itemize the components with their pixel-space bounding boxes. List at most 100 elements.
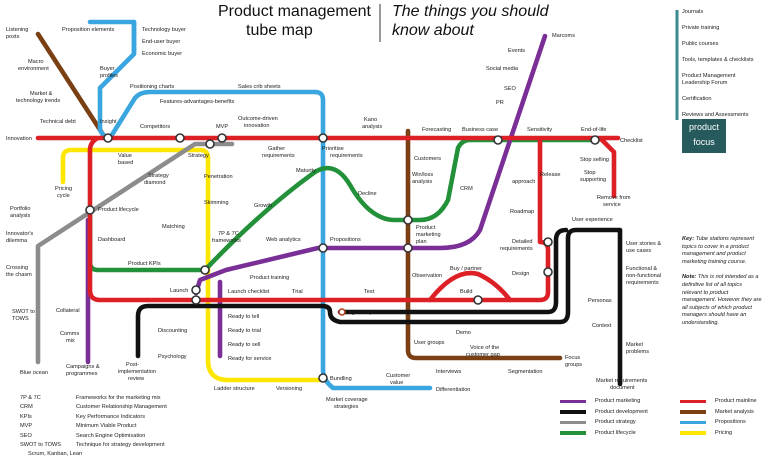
- label-sensitivity: Sensitivity: [527, 127, 552, 133]
- label-mvp: MVP: [216, 124, 228, 130]
- label-voc: Voice of the: [470, 345, 499, 351]
- label-remove-service: Remove from: [597, 195, 631, 201]
- label-launch-checklist: Launch checklist: [228, 289, 270, 295]
- abbr-key: SEO: [20, 432, 32, 439]
- label-economic-buyer: Economic buyer: [142, 51, 182, 57]
- label-campaigns-2: programmes: [66, 371, 98, 377]
- label-ready-to-tell: Ready to tell: [228, 314, 259, 320]
- menu-tools[interactable]: Tools, templates & checklists: [682, 57, 754, 64]
- station-end-of-life: [590, 135, 600, 145]
- menu-leadership-forum[interactable]: Product Management Leadership Forum: [682, 72, 736, 87]
- label-strategy: Strategy: [188, 153, 209, 159]
- label-portfolio-analysis: Portfolio: [10, 206, 31, 212]
- legend-label: Pricing: [715, 429, 733, 436]
- label-win-loss-2: analysis: [412, 179, 432, 185]
- station-detailed-requirements: [543, 237, 553, 247]
- menu-private-training[interactable]: Private training: [682, 25, 720, 32]
- right-menu: Journals Private training Public courses…: [682, 9, 762, 128]
- station-strategy: [205, 139, 215, 149]
- label-campaigns: Campaigns &: [66, 364, 100, 370]
- label-agile-loop: Agile loop: [348, 310, 373, 316]
- legend-label: Product development: [595, 408, 648, 415]
- abbr-value: Search Engine Optimisation: [76, 432, 146, 439]
- label-mrd: Market requirements: [596, 378, 647, 384]
- station-product-kpis: [200, 265, 210, 275]
- menu-certification[interactable]: Certification: [682, 96, 712, 103]
- legend-label: Product lifecycle: [595, 429, 636, 436]
- legend-item: Pricing: [680, 428, 768, 438]
- label-focus-groups: Focus: [565, 355, 580, 361]
- station-bundling: [318, 373, 328, 383]
- label-win-loss: Win/loss: [412, 172, 433, 178]
- label-comms-mix-2: mix: [66, 338, 75, 344]
- label-design: Design: [512, 271, 529, 277]
- label-test: Test: [364, 289, 375, 295]
- label-end-user-buyer: End-user buyer: [142, 39, 180, 45]
- brand-logo[interactable]: product focus: [682, 119, 726, 153]
- label-user-stories: User stories &: [626, 241, 661, 247]
- menu-public-courses[interactable]: Public courses: [682, 41, 719, 48]
- label-post-impl: Post-: [126, 362, 139, 368]
- legend-item: Product strategy: [560, 417, 680, 427]
- label-market-coverage-2: strategies: [334, 404, 358, 410]
- station-build: [473, 295, 483, 305]
- brand-line-2: focus: [693, 137, 715, 147]
- label-context: Context: [592, 323, 612, 329]
- label-pm-plan-2: marketing: [416, 232, 441, 238]
- label-product-lifecycle: Product lifecycle: [98, 207, 139, 213]
- abbr-value: Customer Relationship Management: [76, 404, 167, 411]
- legend-swatch: [680, 410, 706, 414]
- label-kano-2: analysis: [362, 124, 382, 130]
- legend-swatch: [680, 431, 706, 435]
- legend-item: Product lifecycle: [560, 428, 680, 438]
- label-ready-for-service: Ready for service: [228, 356, 272, 362]
- label-dashboard: Dashboard: [98, 237, 125, 243]
- label-release-approach: Release: [540, 172, 561, 178]
- label-web-analytics: Web analytics: [266, 237, 301, 243]
- note-text: This is not intended as a definitive lis…: [682, 274, 762, 326]
- label-maturity: Maturity: [296, 168, 316, 174]
- label-detailed-requirements: Detailed: [512, 239, 533, 245]
- label-gather-2: requirements: [262, 153, 295, 159]
- label-sales-crib-sheets: Sales crib sheets: [238, 84, 281, 90]
- abbr-key: MVP: [20, 423, 33, 430]
- abbr-key: CRM: [20, 404, 33, 411]
- label-outcome-driven: Outcome-driven: [238, 116, 278, 122]
- abbr-key: 7P & 7C: [20, 395, 41, 401]
- label-positioning-charts: Positioning charts: [130, 84, 174, 90]
- label-outcome-driven-2: innovation: [244, 123, 270, 129]
- menu-journals[interactable]: Journals: [682, 9, 704, 15]
- label-build: Build: [460, 289, 472, 295]
- label-pr: PR: [496, 100, 504, 106]
- legend-label: Market analysis: [715, 408, 754, 415]
- label-detailed-requirements-2: requirements: [500, 246, 533, 252]
- station-labels: Listening posts Proposition elements Tec…: [6, 27, 661, 410]
- label-bundling: Bundling: [330, 376, 352, 382]
- abbr-row: SEO Search Engine Optimisation: [20, 432, 167, 441]
- label-user-experience: User experience: [572, 217, 613, 223]
- label-innovators-dilemma-2: dilemma: [6, 238, 28, 244]
- menu-reviews[interactable]: Reviews and Assessments: [682, 112, 749, 119]
- label-listening-posts-2: posts: [6, 34, 20, 40]
- label-value-based-2: based: [118, 160, 133, 166]
- label-innovators-dilemma: Innovator's: [6, 231, 33, 237]
- abbr-key: KPIs: [20, 413, 32, 420]
- label-technology-buyer: Technology buyer: [142, 27, 186, 33]
- label-collateral: Collateral: [56, 308, 80, 314]
- label-propositions: Propositions: [330, 237, 361, 243]
- label-segmentation: Segmentation: [508, 369, 543, 375]
- label-social-media: Social media: [486, 66, 519, 72]
- label-market-trends: Market &: [30, 91, 53, 97]
- label-demo: Demo: [456, 330, 471, 336]
- legend-label: Propositions: [715, 419, 746, 426]
- station-propositions: [318, 243, 328, 253]
- station-competitors: [175, 133, 185, 143]
- abbr-row: CRM Customer Relationship Management: [20, 403, 167, 412]
- label-proposition-elements: Proposition elements: [62, 27, 114, 33]
- label-psychology: Psychology: [158, 354, 187, 360]
